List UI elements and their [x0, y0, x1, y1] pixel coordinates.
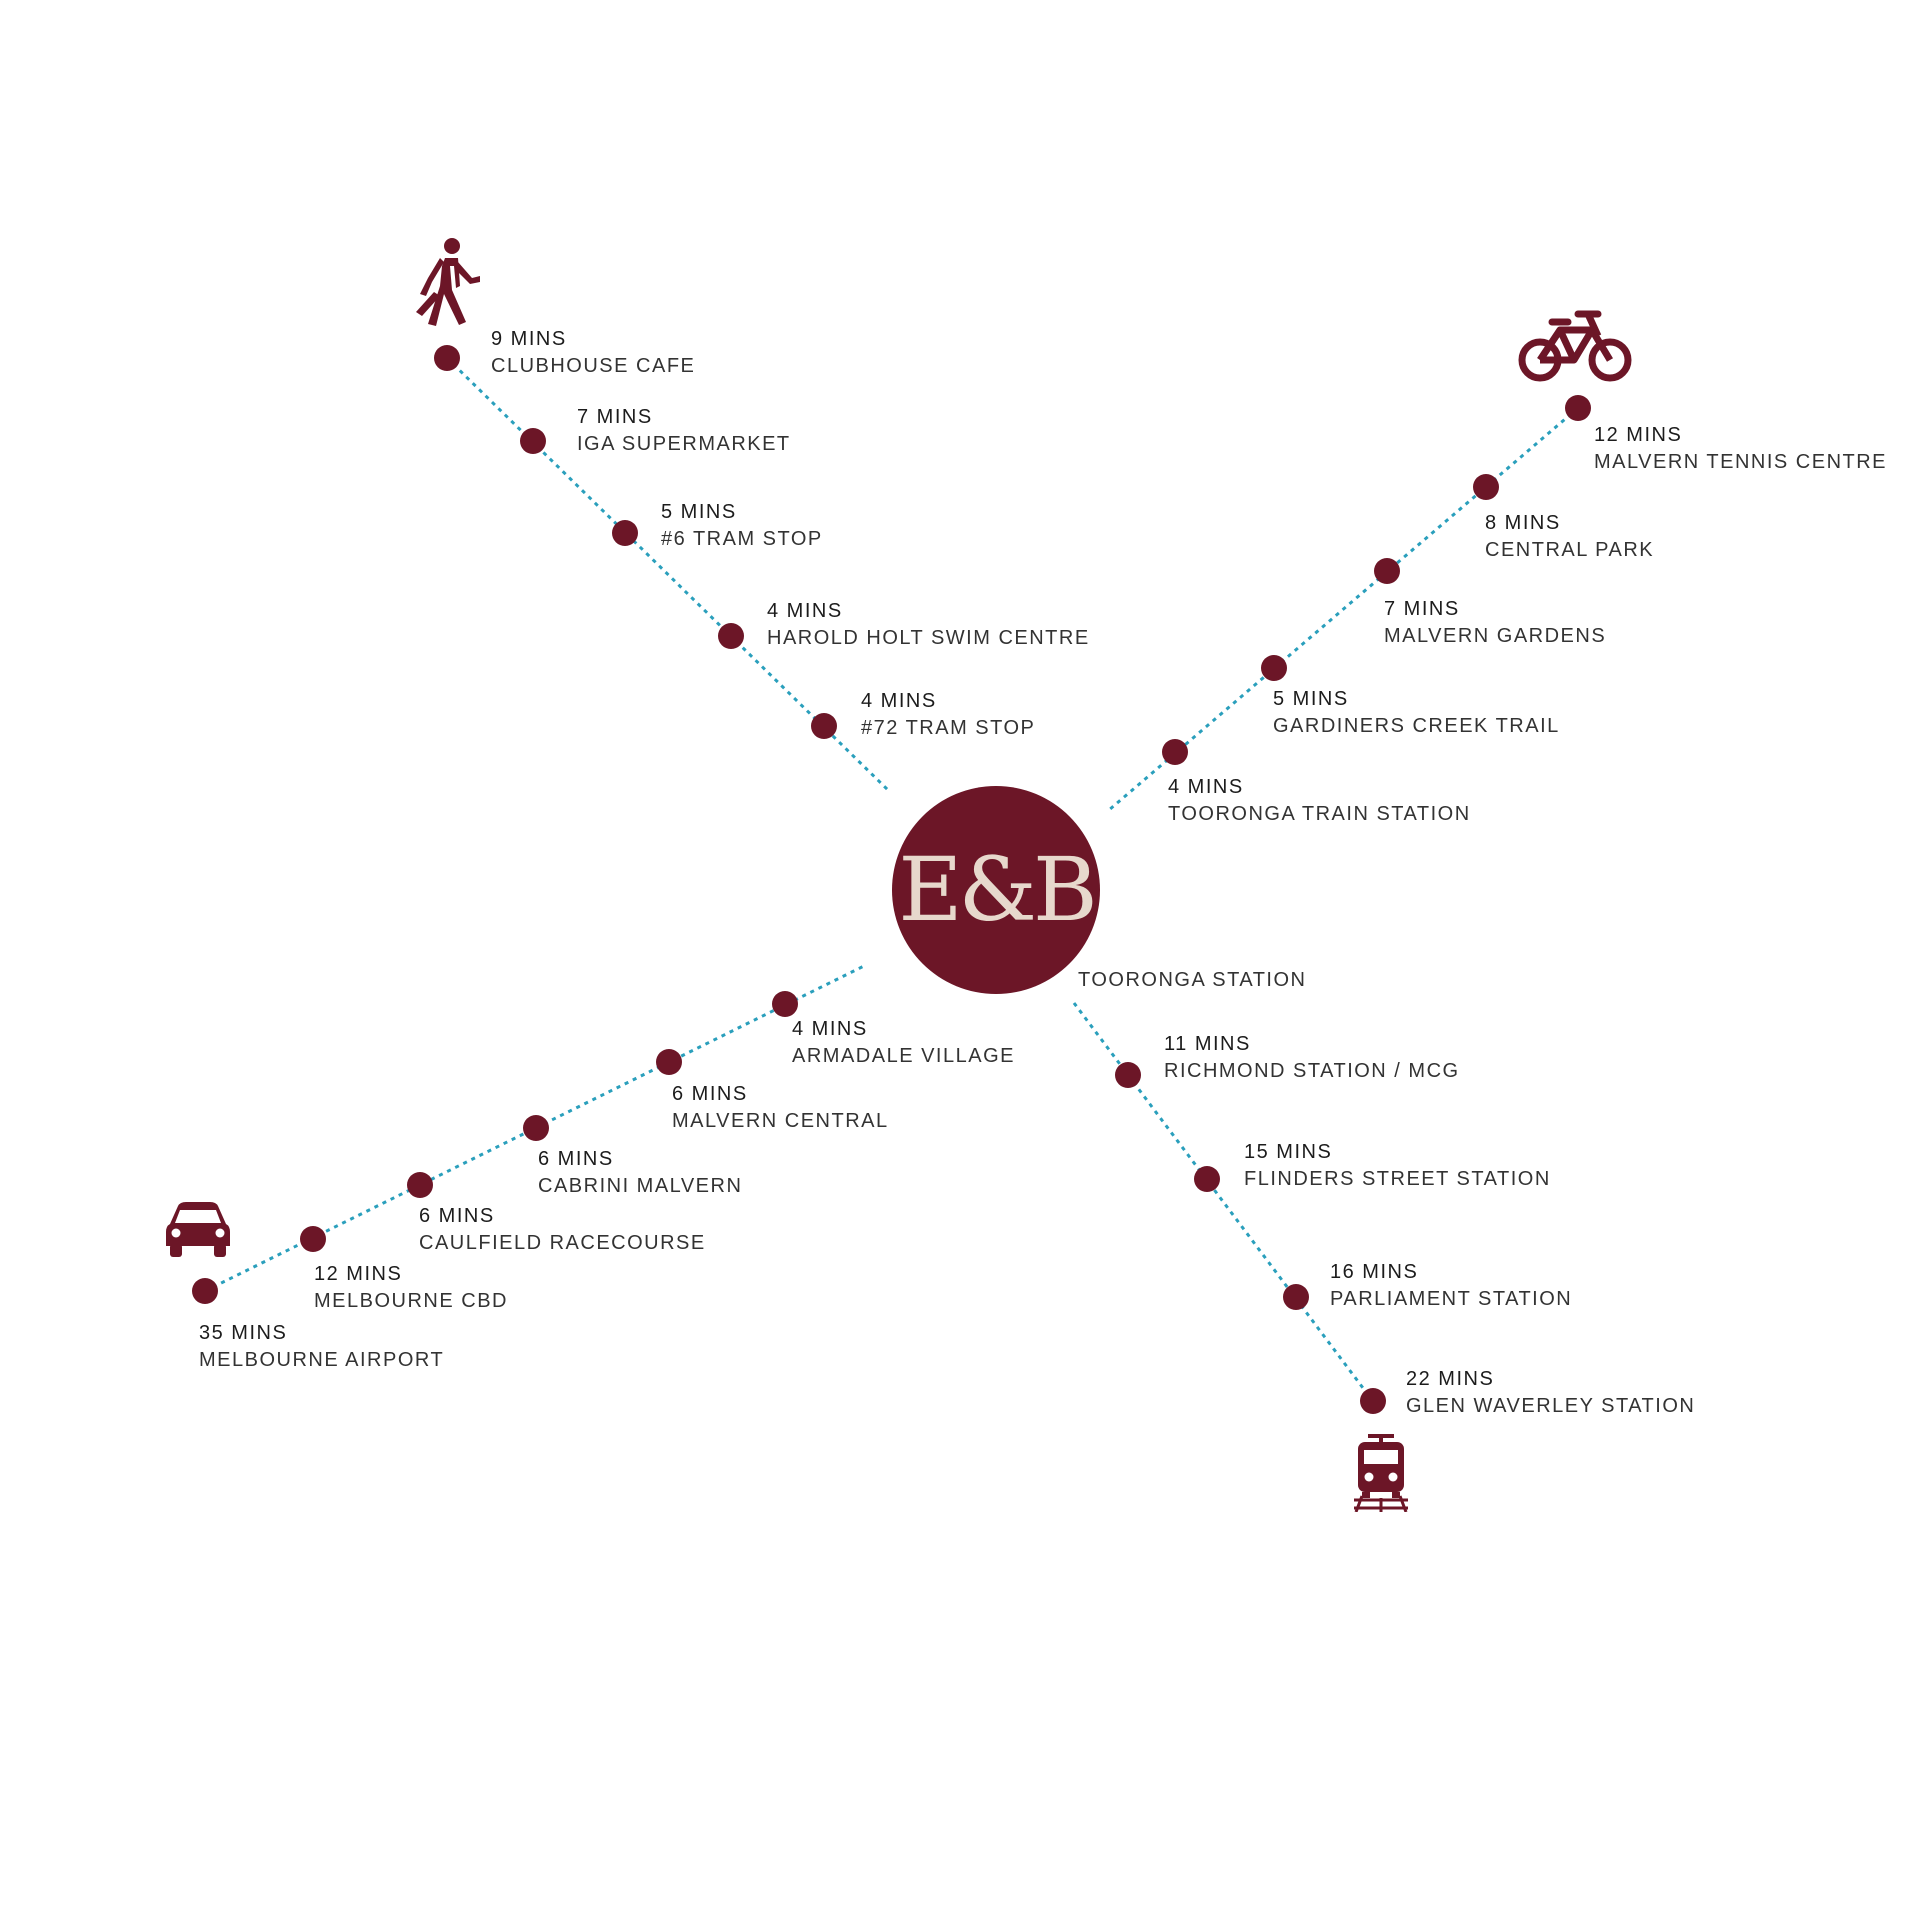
- bike-stop-label: 8 MINS CENTRAL PARK: [1485, 510, 1654, 564]
- stop-place: MELBOURNE AIRPORT: [199, 1349, 445, 1371]
- stop-mins: 12 MINS: [1594, 424, 1683, 446]
- stop-place: GARDINERS CREEK TRAIL: [1273, 715, 1560, 737]
- stop-mins: 4 MINS: [1168, 776, 1244, 798]
- hub-logo: E&B: [898, 838, 1097, 941]
- car-icon: [166, 1202, 230, 1257]
- walk-stop-label: 4 MINS HAROLD HOLT SWIM CENTRE: [767, 598, 1090, 652]
- car-stop-label: 4 MINS ARMADALE VILLAGE: [792, 1016, 1015, 1070]
- stop-place: HAROLD HOLT SWIM CENTRE: [767, 627, 1090, 649]
- walk-stop-label: 4 MINS #72 TRAM STOP: [861, 688, 1035, 742]
- stop-place: CLUBHOUSE CAFE: [491, 355, 696, 377]
- bike-stop-label: 7 MINS MALVERN GARDENS: [1384, 596, 1606, 650]
- walk-stop-dot: [520, 428, 546, 454]
- stop-mins: 16 MINS: [1330, 1261, 1419, 1283]
- stop-mins: 6 MINS: [419, 1205, 495, 1227]
- stop-place: GLEN WAVERLEY STATION: [1406, 1395, 1696, 1417]
- walk-stop-label: 5 MINS #6 TRAM STOP: [661, 499, 823, 553]
- car-stop-label: 12 MINS MELBOURNE CBD: [314, 1261, 508, 1315]
- car-stop-label: 6 MINS CABRINI MALVERN: [538, 1146, 742, 1200]
- car-stop-dot: [656, 1049, 682, 1075]
- stop-mins: 6 MINS: [538, 1148, 614, 1170]
- train-stop-label: 15 MINS FLINDERS STREET STATION: [1244, 1139, 1551, 1193]
- stop-mins: 15 MINS: [1244, 1141, 1333, 1163]
- car-stop-dot: [523, 1115, 549, 1141]
- walk-stop-dot: [612, 520, 638, 546]
- train-stop-dot: [1360, 1388, 1386, 1414]
- stop-mins: 4 MINS: [792, 1018, 868, 1040]
- stop-place: MALVERN GARDENS: [1384, 625, 1607, 647]
- stop-mins: 7 MINS: [577, 406, 653, 428]
- walk-stop-label: 7 MINS IGA SUPERMARKET: [577, 404, 791, 458]
- bike-stop-label: 5 MINS GARDINERS CREEK TRAIL: [1273, 686, 1560, 740]
- train-stop-dot: [1115, 1062, 1141, 1088]
- walk-stop-dot: [434, 345, 460, 371]
- bike-stop-dot: [1162, 739, 1188, 765]
- stop-mins: 9 MINS: [491, 328, 567, 350]
- stop-mins: 5 MINS: [1273, 688, 1349, 710]
- hub-station-label: TOORONGA STATION: [1078, 969, 1307, 991]
- hub-logo-circle: E&B: [892, 786, 1100, 994]
- stop-place: ARMADALE VILLAGE: [792, 1045, 1015, 1067]
- stop-place: TOORONGA TRAIN STATION: [1168, 803, 1471, 825]
- train-icon: [1354, 1434, 1408, 1512]
- bike-stop-dot: [1565, 395, 1591, 421]
- car-stop-dot: [772, 991, 798, 1017]
- car-stop-label: 6 MINS CAULFIELD RACECOURSE: [419, 1203, 706, 1257]
- walking-person-icon: [416, 238, 480, 326]
- stop-mins: 12 MINS: [314, 1263, 403, 1285]
- stop-place: CABRINI MALVERN: [538, 1175, 743, 1197]
- stop-place: RICHMOND STATION / MCG: [1164, 1060, 1460, 1082]
- walk-stop-label: 9 MINS CLUBHOUSE CAFE: [491, 326, 695, 380]
- car-stop-label: 6 MINS MALVERN CENTRAL: [672, 1081, 889, 1135]
- stop-place: MALVERN CENTRAL: [672, 1110, 889, 1132]
- car-stop-label: 35 MINS MELBOURNE AIRPORT: [199, 1320, 444, 1374]
- stop-mins: 4 MINS: [767, 600, 843, 622]
- stop-place: FLINDERS STREET STATION: [1244, 1168, 1551, 1190]
- stop-mins: 7 MINS: [1384, 598, 1460, 620]
- bike-stop-label: 12 MINS MALVERN TENNIS CENTRE: [1594, 422, 1887, 476]
- bike-stop-dot: [1374, 558, 1400, 584]
- stop-place: MELBOURNE CBD: [314, 1290, 508, 1312]
- bike-stop-dot: [1261, 655, 1287, 681]
- stop-mins: 6 MINS: [672, 1083, 748, 1105]
- stop-mins: 5 MINS: [661, 501, 737, 523]
- stop-mins: 8 MINS: [1485, 512, 1561, 534]
- car-stop-dot: [192, 1278, 218, 1304]
- train-stop-dot: [1194, 1166, 1220, 1192]
- stop-place: MALVERN TENNIS CENTRE: [1594, 451, 1888, 473]
- bike-stop-label: 4 MINS TOORONGA TRAIN STATION: [1168, 774, 1471, 828]
- stop-mins: 35 MINS: [199, 1322, 288, 1344]
- train-stop-label: 11 MINS RICHMOND STATION / MCG: [1164, 1031, 1460, 1085]
- stop-place: #72 TRAM STOP: [861, 717, 1036, 739]
- car-stop-dot: [407, 1172, 433, 1198]
- walk-stop-dot: [718, 623, 744, 649]
- bicycle-icon: [1518, 310, 1632, 382]
- train-stop-dot: [1283, 1284, 1309, 1310]
- walk-stop-dot: [811, 713, 837, 739]
- train-stop-label: 22 MINS GLEN WAVERLEY STATION: [1406, 1366, 1695, 1420]
- stop-mins: 22 MINS: [1406, 1368, 1495, 1390]
- car-stop-dot: [300, 1226, 326, 1252]
- stop-place: PARLIAMENT STATION: [1330, 1288, 1573, 1310]
- stop-place: #6 TRAM STOP: [661, 528, 823, 550]
- train-stop-label: 16 MINS PARLIAMENT STATION: [1330, 1259, 1572, 1313]
- stop-mins: 11 MINS: [1164, 1033, 1251, 1055]
- car-route-line: [204, 963, 867, 1293]
- stop-place: IGA SUPERMARKET: [577, 433, 791, 455]
- bike-route-line: [1108, 406, 1579, 812]
- bike-stop-dot: [1473, 474, 1499, 500]
- stop-place: CAULFIELD RACECOURSE: [419, 1232, 706, 1254]
- stop-place: CENTRAL PARK: [1485, 539, 1655, 561]
- stop-mins: 4 MINS: [861, 690, 937, 712]
